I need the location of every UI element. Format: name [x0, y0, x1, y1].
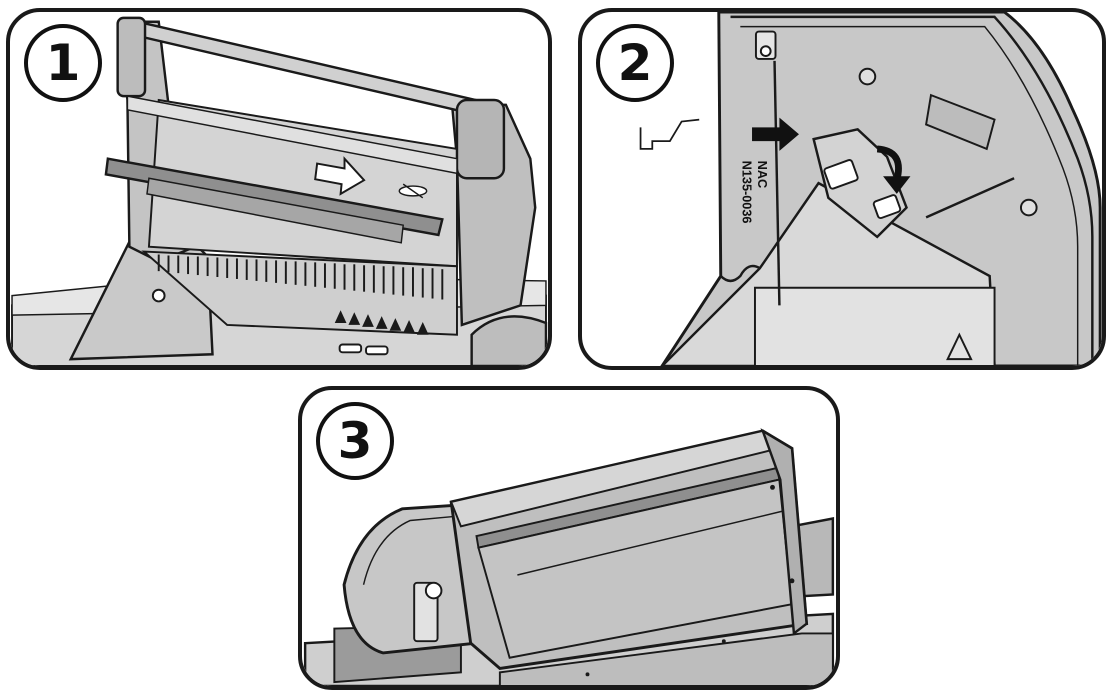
step-1-illustration [11, 16, 548, 366]
step-3-illustration [303, 428, 835, 686]
step-1-number: 1 [45, 34, 81, 92]
step-3-panel: 3 [298, 386, 840, 690]
step-3-badge: 3 [316, 402, 394, 480]
step-2-panel: NAC N135-0036 2 [578, 8, 1106, 370]
step-3-number: 3 [337, 412, 373, 470]
step-2-illustration: NAC N135-0036 [639, 12, 1102, 366]
part-label-line1: NAC [755, 161, 770, 189]
part-label-line2: N135-0036 [739, 161, 754, 224]
step-2-badge: 2 [596, 24, 674, 102]
step-1-badge: 1 [24, 24, 102, 102]
step-1-panel: 1 [6, 8, 552, 370]
step-2-number: 2 [617, 34, 653, 92]
